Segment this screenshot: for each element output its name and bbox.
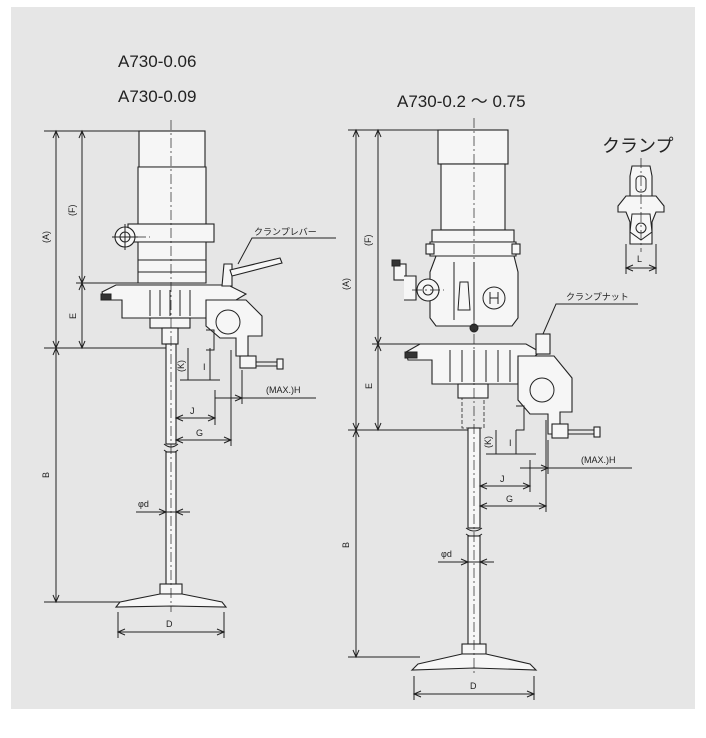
right-clamp-body xyxy=(517,355,573,435)
right-dim-J: J xyxy=(500,474,505,484)
right-model-title: A730-0.2 ～ 0.75 xyxy=(397,92,526,111)
clamp-title: クランプ xyxy=(602,136,674,156)
left-model-title-2: A730-0.09 xyxy=(118,87,197,106)
left-dim-A: (A) xyxy=(41,231,51,243)
left-dimensions xyxy=(44,129,336,638)
right-motor-cap xyxy=(437,129,509,165)
right-ring-band xyxy=(429,241,517,257)
left-dim-F: (F) xyxy=(67,205,77,217)
right-mixer xyxy=(391,118,601,676)
right-dim-B: B xyxy=(341,542,351,548)
left-dim-E: E xyxy=(68,313,78,319)
left-callout-clamp-lever: クランプレバー xyxy=(254,227,317,237)
drawing-panel xyxy=(11,7,695,709)
right-dim-I: I xyxy=(509,438,512,448)
clamp-detail xyxy=(617,158,665,274)
right-motor-body xyxy=(440,163,506,231)
right-dim-phid: φd xyxy=(441,549,452,559)
left-dim-B: B xyxy=(41,472,51,478)
right-clamp-nut xyxy=(535,333,551,355)
right-dim-H: (MAX.)H xyxy=(581,455,616,465)
right-dim-K: (K) xyxy=(483,436,493,448)
left-dim-G: G xyxy=(196,428,203,438)
right-dim-D: D xyxy=(470,681,477,691)
left-motor-body xyxy=(137,166,207,225)
right-dim-A: (A) xyxy=(341,278,351,290)
right-dim-F: (F) xyxy=(363,235,373,247)
left-gear-housing xyxy=(137,241,207,284)
left-model-title-1: A730-0.06 xyxy=(118,52,197,71)
left-dim-K: (K) xyxy=(176,360,186,372)
right-dim-E: E xyxy=(364,383,374,389)
left-dim-D: D xyxy=(166,619,173,629)
left-motor-cap xyxy=(138,130,206,168)
left-dim-H: (MAX.)H xyxy=(266,385,301,395)
right-callout-clamp-nut: クランプナット xyxy=(566,292,629,302)
left-dim-J: J xyxy=(190,406,195,416)
left-impeller-blade xyxy=(114,593,228,608)
left-dim-phid: φd xyxy=(138,499,149,509)
right-dimensions xyxy=(348,128,638,700)
left-mixer xyxy=(100,120,284,612)
left-dim-I: I xyxy=(203,362,206,372)
left-clamp-lever xyxy=(221,263,233,287)
right-dim-G: G xyxy=(506,494,513,504)
clamp-dim-L: L xyxy=(637,254,642,264)
